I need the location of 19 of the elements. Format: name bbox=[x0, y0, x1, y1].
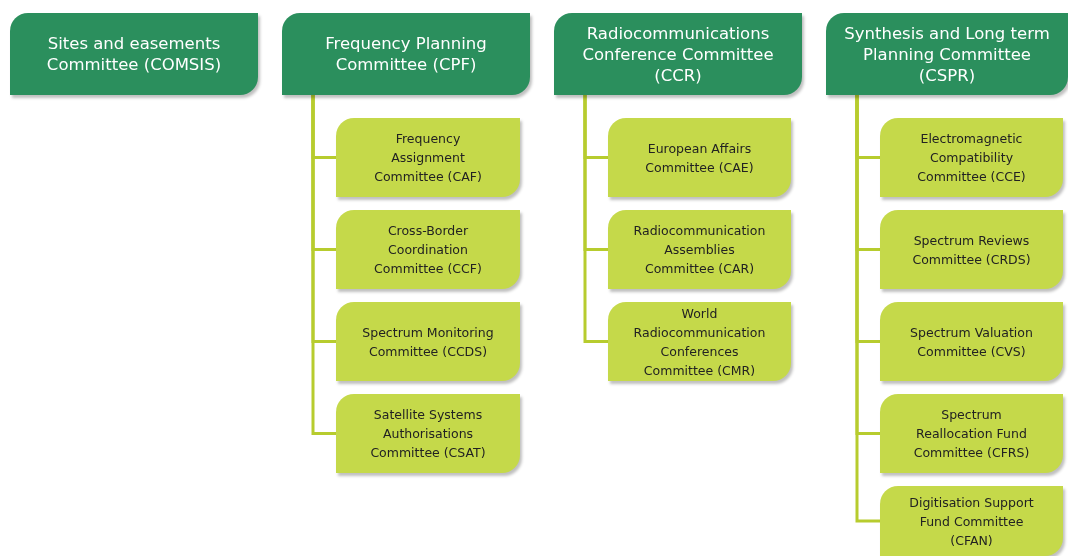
connector-line bbox=[855, 95, 880, 523]
subcommittee-box: Spectrum Monitoring Committee (CCDS) bbox=[336, 302, 520, 381]
subcommittee-box: Cross-Border Coordination Committee (CCF) bbox=[336, 210, 520, 289]
subcommittee-box: World Radiocommunication Conferences Committee (CMR) bbox=[608, 302, 791, 381]
subcommittee-box: Spectrum Reviews Committee (CRDS) bbox=[880, 210, 1063, 289]
subcommittee-box: Satellite Systems Authorisations Committee (CSAT) bbox=[336, 394, 520, 473]
subcommittee-box: Frequency Assignment Committee (CAF) bbox=[336, 118, 520, 197]
subcommittee-box: Radiocommunication Assemblies Committee (CAR) bbox=[608, 210, 791, 289]
committee-box: Sites and easements Committee (COMSIS) bbox=[10, 13, 258, 95]
committee-box: Synthesis and Long term Planning Committee (CSPR) bbox=[826, 13, 1068, 95]
connector-line bbox=[583, 95, 608, 343]
connector-line bbox=[311, 95, 336, 435]
subcommittee-box: Spectrum Reallocation Fund Committee (CFRS) bbox=[880, 394, 1063, 473]
subcommittee-box: Digitisation Support Fund Committee (CFAN) bbox=[880, 486, 1063, 556]
subcommittee-box: Spectrum Valuation Committee (CVS) bbox=[880, 302, 1063, 381]
subcommittee-box: Electromagnetic Compatibility Committee (CCE) bbox=[880, 118, 1063, 197]
subcommittee-box: European Affairs Committee (CAE) bbox=[608, 118, 791, 197]
committee-box: Radiocommunications Conference Committee (CCR) bbox=[554, 13, 802, 95]
committee-box: Frequency Planning Committee (CPF) bbox=[282, 13, 530, 95]
